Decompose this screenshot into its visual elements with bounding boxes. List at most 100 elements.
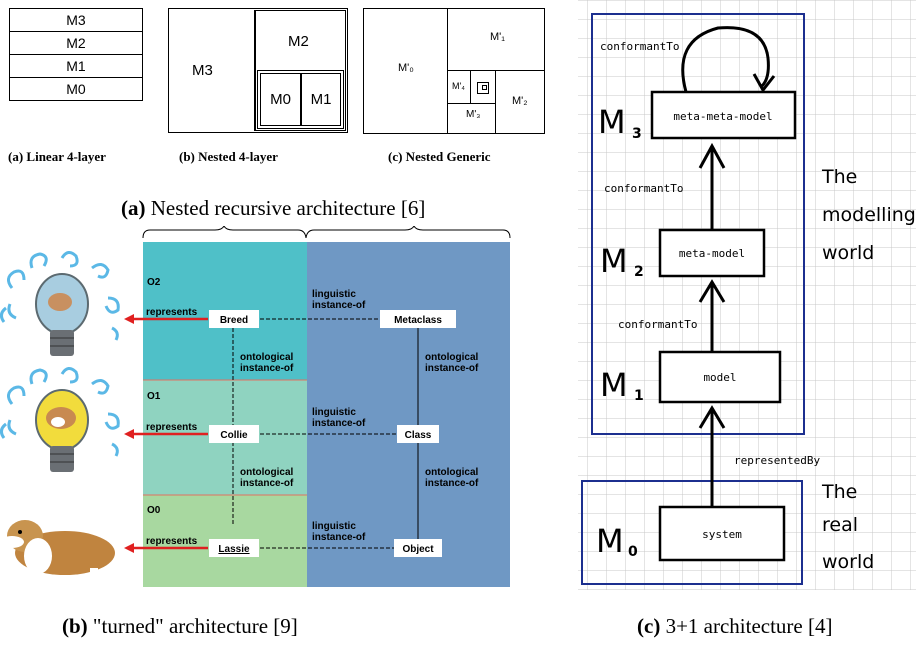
meta-model-box [658, 228, 766, 278]
box-meta-meta-model: meta-meta-model [673, 110, 772, 123]
node-lassie: Lassie [218, 544, 250, 555]
real-world-line3: world [822, 551, 874, 573]
linguistic-o0-l2: instance-of [312, 532, 366, 543]
panel-c-caption-label: (c) [637, 614, 661, 638]
generic-split-h2 [447, 103, 495, 104]
node-class-box [397, 425, 439, 443]
linear-caption: (a) Linear 4-layer [8, 149, 106, 164]
ontological-l0-b1: ontological [240, 467, 294, 478]
panel-b-caption-label: (b) [62, 614, 88, 638]
linear-layer-m0: M0 [9, 77, 143, 101]
m3-sub: 3 [632, 126, 642, 142]
node-collie-box [209, 425, 259, 443]
generic-m0: M'₀ [398, 62, 414, 74]
row-id-o1: O1 [147, 391, 161, 402]
modelling-world-line3: world [822, 242, 874, 264]
panel-c-caption-text: 3+1 architecture [4] [665, 614, 833, 638]
turned-architecture-diagram: L0 L1 O2 O1 O0 r [0, 226, 511, 587]
l1-label: L1 [408, 226, 420, 227]
ontological-l0-a1: ontological [240, 352, 294, 363]
ontological-l1-a1: ontological [425, 352, 479, 363]
real-world-frame [581, 480, 803, 585]
nested4-m3: M3 [192, 62, 213, 79]
generic-split-v [447, 8, 448, 134]
modelling-world-line2: modelling [822, 204, 916, 226]
m1-label: M [600, 366, 628, 404]
l0-label: L0 [220, 226, 232, 227]
linear-layer-m2: M2 [9, 31, 143, 55]
meta-meta-model-box [650, 90, 797, 140]
panel-b-caption-text: "turned" architecture [9] [92, 614, 298, 638]
three-plus-one-diagram: meta-meta-model meta-model model system … [578, 0, 916, 590]
nested4-m2-box [254, 10, 346, 131]
model-box [658, 350, 782, 404]
nested4-m2: M2 [288, 33, 309, 50]
m3-label: M [598, 103, 626, 141]
system-box [658, 505, 786, 562]
panel-c-caption: (c) 3+1 architecture [4] [637, 614, 833, 639]
nested4-m0: M0 [260, 73, 301, 126]
represented-by-label: representedBy [734, 454, 820, 467]
linguistic-o0-l1: linguistic [312, 521, 356, 532]
conformant-label-m1: conformantTo [618, 318, 697, 331]
l1-bracket [305, 226, 511, 239]
collie-dog-icon [0, 520, 115, 586]
node-metaclass: Metaclass [394, 315, 442, 326]
panel-a-caption-label: (a) [121, 196, 146, 220]
generic-split-v2 [495, 70, 496, 134]
node-breed: Breed [220, 315, 248, 326]
ontological-l1-b1: ontological [425, 467, 479, 478]
node-class: Class [405, 430, 432, 441]
panel-a-caption: (a) Nested recursive architecture [6] [121, 196, 425, 221]
l1-column [307, 242, 510, 587]
modelling-world-line1: The [821, 166, 857, 188]
generic-split-h [447, 70, 545, 71]
lightbulb-icon [0, 251, 120, 356]
m0-sub: 0 [628, 544, 638, 560]
nested4-caption: (b) Nested 4-layer [179, 149, 278, 164]
linguistic-o2-l1: linguistic [312, 289, 356, 300]
conformant-label-m2: conformantTo [604, 182, 683, 195]
linear-layer-m1: M1 [9, 54, 143, 78]
nested4-outer [168, 8, 348, 133]
generic-m3: M'₃ [466, 109, 481, 120]
generic-tiny-box2 [482, 85, 487, 90]
linguistic-o1-l2: instance-of [312, 418, 366, 429]
linguistic-o1-l1: linguistic [312, 407, 356, 418]
panel-b-caption: (b) "turned" architecture [9] [62, 614, 298, 639]
node-object: Object [402, 544, 434, 555]
panel-a-caption-text: Nested recursive architecture [6] [150, 196, 426, 220]
node-collie: Collie [220, 430, 248, 441]
generic-m4: M'₄ [452, 81, 465, 91]
ontological-l1-b2: instance-of [425, 478, 479, 489]
ontological-l0-b2: instance-of [240, 478, 294, 489]
node-lassie-box [209, 539, 259, 557]
real-world-line2: real [822, 514, 858, 536]
row-id-o0: O0 [147, 505, 161, 516]
box-system: system [702, 528, 742, 541]
represents-label-o0: represents [146, 536, 198, 547]
generic-tiny-box [477, 82, 489, 94]
m2-label: M [600, 242, 628, 280]
box-model: model [703, 371, 736, 384]
nested4-inner [257, 70, 344, 129]
node-object-box [394, 539, 442, 557]
real-world-line1: The [821, 481, 857, 503]
row-id-o2: O2 [147, 277, 161, 288]
grid-paper [578, 0, 916, 590]
modelling-world-frame [591, 13, 805, 435]
box-meta-model: meta-model [679, 247, 745, 260]
generic-caption: (c) Nested Generic [388, 149, 491, 164]
generic-m2: M'₂ [512, 95, 528, 107]
m1-sub: 1 [634, 388, 644, 404]
self-loop-arrow [681, 26, 770, 93]
m0-label: M [596, 522, 624, 560]
generic-split-v3 [470, 70, 471, 103]
linguistic-o2-l2: instance-of [312, 300, 366, 311]
node-metaclass-box [380, 310, 456, 328]
generic-outer [363, 8, 545, 134]
conformant-label-m3: conformantTo [600, 40, 679, 53]
generic-m1: M'₁ [490, 31, 505, 43]
ontological-l0-a2: instance-of [240, 363, 294, 374]
